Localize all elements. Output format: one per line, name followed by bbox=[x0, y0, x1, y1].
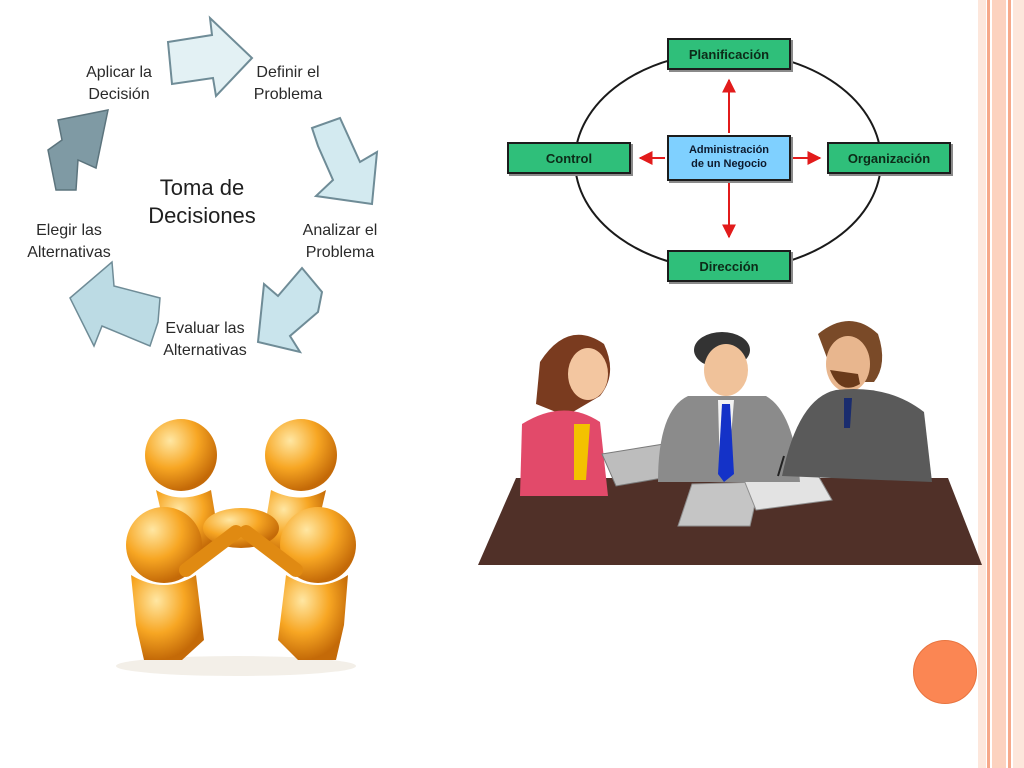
center-text: Administración bbox=[669, 143, 789, 157]
box-planificacion: Planificación bbox=[667, 38, 791, 70]
box-organizacion: Organización bbox=[827, 142, 951, 174]
woman-body bbox=[520, 410, 608, 496]
figure-head bbox=[265, 419, 337, 491]
center-text: de un Negocio bbox=[669, 157, 789, 171]
step-text: Evaluar las bbox=[152, 318, 258, 340]
man-middle-face bbox=[704, 344, 748, 396]
figure-head bbox=[145, 419, 217, 491]
center-box-administracion: Administración de un Negocio bbox=[667, 135, 791, 181]
teamwork-illustration bbox=[86, 410, 386, 680]
man-right-body bbox=[782, 389, 932, 482]
next-slide-button[interactable] bbox=[913, 640, 977, 704]
meeting-illustration bbox=[478, 304, 988, 566]
cycle-step-evaluar: Evaluar las Alternativas bbox=[152, 318, 258, 362]
step-text: Alternativas bbox=[152, 340, 258, 362]
box-control: Control bbox=[507, 142, 631, 174]
box-direccion: Dirección bbox=[667, 250, 791, 282]
woman-face bbox=[568, 348, 608, 400]
